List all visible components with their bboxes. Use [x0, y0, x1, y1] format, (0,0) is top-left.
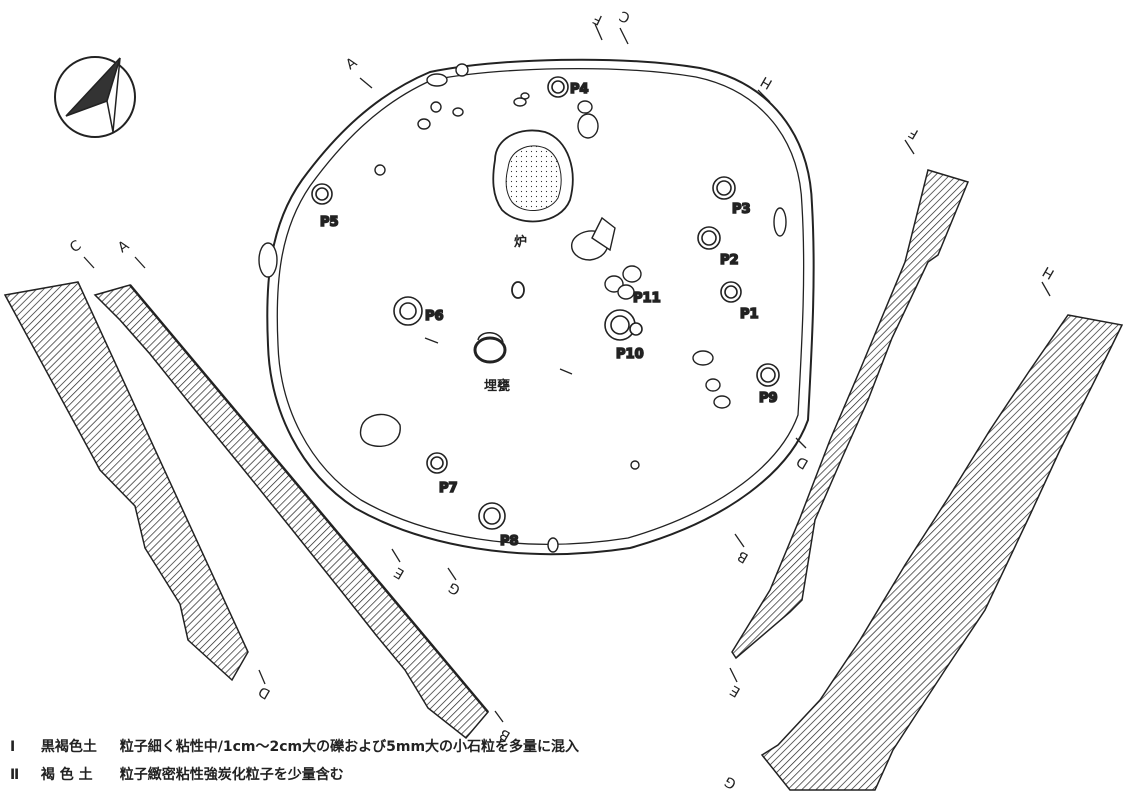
svg-text:H: H: [758, 73, 775, 92]
svg-text:P9: P9: [759, 391, 778, 406]
dwelling-outline: [266, 58, 815, 556]
svg-text:P4: P4: [570, 82, 589, 97]
section-profile-c-d: [3, 281, 249, 682]
legend-number: Ⅰ: [10, 739, 16, 755]
svg-text:P3: P3: [732, 202, 751, 217]
pit-p3: P3: [712, 176, 751, 218]
legend-soil-name: 褐 色 土: [40, 767, 93, 783]
svg-text:P10: P10: [616, 347, 644, 362]
svg-text:D: D: [256, 683, 273, 702]
legend-row-1: Ⅰ 黒褐色土 粒子細く粘性中/1cm～2cm大の礫および5mm大の小石粒を多量に…: [10, 736, 579, 756]
svg-text:F: F: [906, 124, 921, 142]
legend-row-2: Ⅱ 褐 色 土 粒子緻密粘性強炭化粒子を少量含む: [10, 764, 344, 784]
buried-jar: 埋甕: [473, 332, 510, 394]
buried-jar-label: 埋甕: [484, 378, 510, 394]
pit-p4: P4: [547, 76, 589, 98]
svg-text:P1: P1: [740, 307, 759, 322]
svg-text:E: E: [728, 682, 744, 700]
legend-description: 粒子緻密粘性強炭化粒子を少量含む: [119, 767, 344, 783]
section-markers: [83, 23, 1051, 723]
pit-p5: P5: [311, 183, 339, 231]
center-marker: [511, 281, 525, 299]
svg-text:A: A: [343, 54, 360, 73]
svg-text:P5: P5: [320, 215, 339, 230]
svg-text:P11: P11: [633, 291, 661, 306]
section-profile-f-e: [731, 169, 970, 660]
pit-p8: P8: [478, 502, 519, 550]
pit-p9: P9: [756, 363, 780, 407]
svg-text:F: F: [591, 10, 605, 28]
stones: [258, 63, 787, 553]
hearth-label: 炉: [514, 234, 527, 250]
svg-text:A: A: [115, 237, 132, 256]
svg-text:P2: P2: [720, 253, 739, 268]
legend-description: 粒子細く粘性中/1cm～2cm大の礫および5mm大の小石粒を多量に混入: [119, 739, 580, 755]
svg-text:P7: P7: [439, 481, 458, 496]
section-profile-a-b: [93, 284, 489, 740]
svg-text:P6: P6: [425, 309, 444, 324]
svg-text:P8: P8: [500, 534, 519, 549]
svg-text:C: C: [67, 237, 84, 256]
svg-text:C: C: [617, 7, 633, 26]
pits: P1 P2 P3 P4 P5 P6 P7 P8: [311, 76, 780, 550]
svg-text:G: G: [722, 773, 739, 792]
section-profile-h-g: [760, 314, 1124, 791]
hearth: 炉: [492, 129, 574, 250]
svg-text:E: E: [392, 564, 408, 582]
section-profile-a-b-surface: [129, 284, 489, 713]
svg-text:G: G: [446, 579, 463, 598]
svg-text:H: H: [1040, 263, 1057, 282]
legend-number: Ⅱ: [10, 767, 20, 783]
pit-p10: P10: [604, 309, 644, 363]
svg-text:D: D: [794, 453, 811, 472]
north-arrow-icon: [54, 56, 136, 138]
legend-soil-name: 黒褐色土: [40, 739, 97, 755]
pit-p2: P2: [697, 226, 739, 269]
pit-p1: P1: [720, 281, 759, 323]
svg-text:B: B: [735, 547, 751, 566]
pit-p6: P6: [393, 296, 444, 326]
pit-p11: P11: [632, 290, 661, 307]
pit-p7: P7: [426, 452, 458, 497]
